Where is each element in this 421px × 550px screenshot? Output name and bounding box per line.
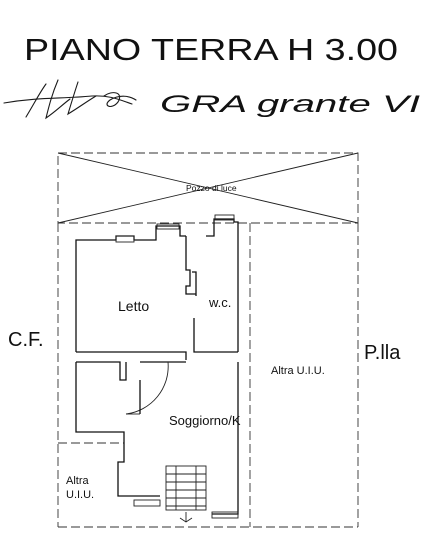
boundary-label-left: C.F. (8, 329, 44, 351)
apartment-walls (75, 214, 239, 519)
boundary-label-right: P.lla (364, 342, 401, 364)
staircase (165, 465, 207, 523)
lightwell-label: Pozzo di luce (186, 183, 237, 193)
room-label-bedroom: Letto (118, 298, 149, 314)
floor-title: PIANO TERRA H 3.00 (24, 32, 398, 67)
room-label-other-unit-right: Altra U.I.U. (271, 365, 325, 377)
handwritten-note: GRA grante VI (160, 91, 421, 118)
lightwell-area (57, 152, 359, 224)
room-label-living: Soggiorno/K (169, 413, 241, 428)
room-label-other-unit-left-2: U.I.U. (66, 489, 94, 501)
room-label-other-unit-left-1: Altra (66, 475, 90, 487)
handwritten-signature (3, 79, 137, 120)
property-boundary (57, 223, 359, 528)
room-label-wc: w.c. (208, 295, 231, 310)
